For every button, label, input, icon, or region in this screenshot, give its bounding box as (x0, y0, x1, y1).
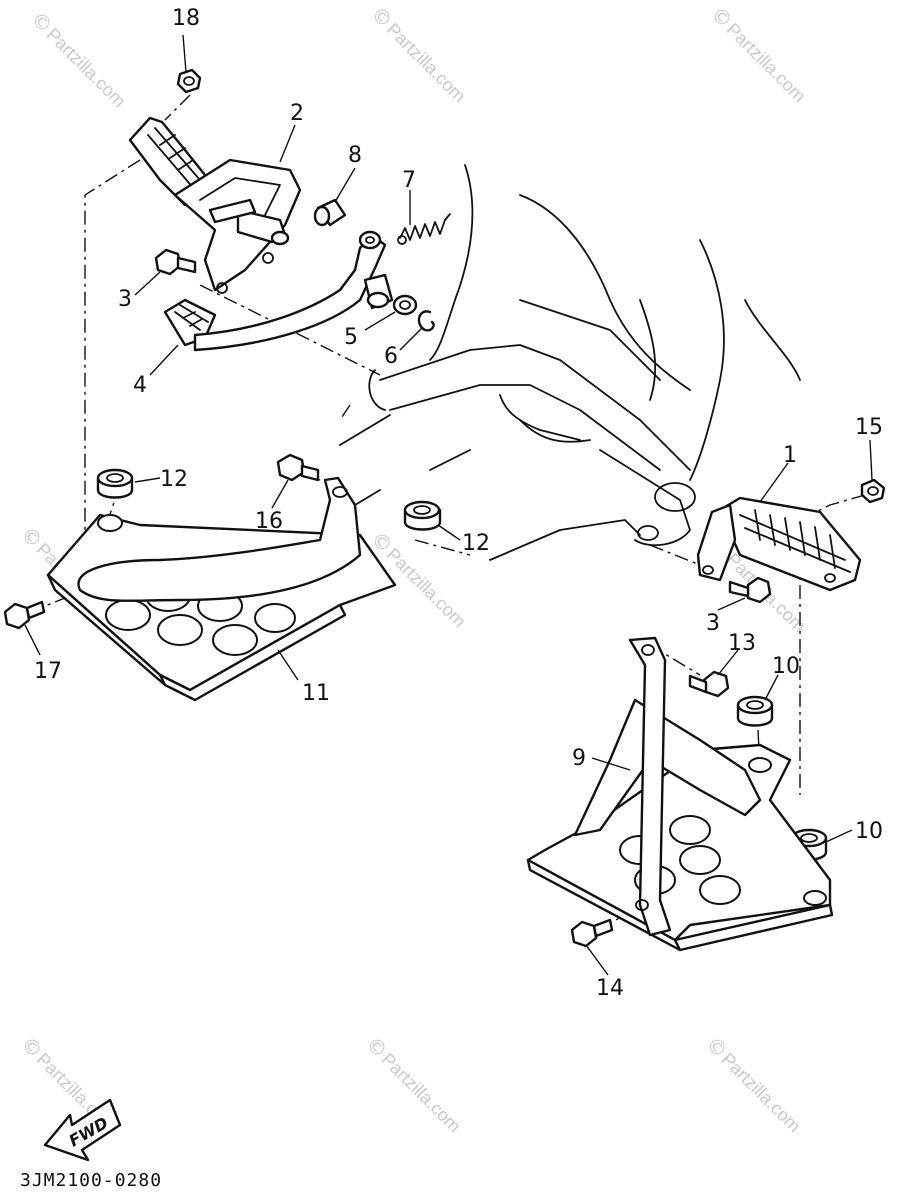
bolt-part-3-lower (728, 576, 772, 604)
watermark: © Partzilla.com (366, 2, 470, 107)
svg-text:Partzilla.com: Partzilla.com (718, 1049, 805, 1136)
callout-10-upper: 10 (772, 654, 800, 679)
callout-12-right: 12 (462, 531, 490, 556)
nut-part-18 (176, 68, 202, 94)
nut-part-15 (860, 478, 886, 504)
callout-14: 14 (596, 976, 624, 1001)
frame-outline (329, 164, 801, 561)
svg-text:Partzilla.com: Partzilla.com (43, 24, 130, 111)
grommet-part-12-right (403, 500, 442, 531)
bolt-part-13 (688, 670, 730, 698)
watermark: © Partzilla.com (706, 2, 810, 107)
right-footrest-part-1 (696, 496, 862, 592)
callout-labels: 18 2 8 7 3 5 6 4 12 16 12 17 11 1 15 3 1… (34, 6, 883, 1001)
callout-13: 13 (728, 631, 756, 656)
callout-9: 9 (572, 746, 586, 771)
svg-text:Partzilla.com: Partzilla.com (378, 1049, 465, 1136)
washer-part-5 (392, 294, 418, 316)
bolt-part-14 (570, 918, 614, 948)
callout-3-lower: 3 (706, 611, 720, 636)
watermark: © Partzilla.com (701, 1032, 805, 1137)
left-footrest-part-2 (128, 116, 302, 294)
callout-2: 2 (290, 101, 304, 126)
callout-1: 1 (783, 443, 797, 468)
callout-18: 18 (172, 6, 200, 31)
spring-part-7 (397, 213, 451, 245)
callout-16: 16 (255, 509, 283, 534)
callout-15: 15 (855, 415, 883, 440)
right-guard-part-9 (526, 636, 834, 952)
grommet-part-12-left (96, 468, 134, 499)
callout-11: 11 (302, 681, 330, 706)
watermark: © Partzilla.com (361, 1032, 465, 1137)
callout-4: 4 (133, 373, 147, 398)
svg-text:Partzilla.com: Partzilla.com (723, 19, 810, 106)
bolt-part-16 (276, 453, 320, 482)
callout-7: 7 (402, 168, 416, 193)
left-guard-part-11 (46, 476, 397, 702)
callout-10-lower: 10 (855, 819, 883, 844)
bolt-part-17 (3, 600, 46, 630)
callout-8: 8 (348, 143, 362, 168)
callout-12-left: 12 (160, 467, 188, 492)
diagram-code: 3JM2100-0280 (20, 1170, 162, 1191)
callout-3-upper: 3 (118, 287, 132, 312)
bolt-part-3-upper (154, 248, 197, 276)
grommet-part-10-upper (736, 695, 774, 727)
svg-text:Partzilla.com: Partzilla.com (383, 544, 470, 631)
callout-5: 5 (344, 325, 358, 350)
clip-part-6 (417, 310, 435, 332)
brake-pedal-part-4 (163, 230, 394, 352)
leader-lines (24, 34, 873, 976)
svg-text:Partzilla.com: Partzilla.com (383, 19, 470, 106)
callout-17: 17 (34, 659, 62, 684)
callout-6: 6 (384, 344, 398, 369)
pin-part-8 (313, 198, 347, 227)
watermark: © Partzilla.com (26, 7, 130, 112)
